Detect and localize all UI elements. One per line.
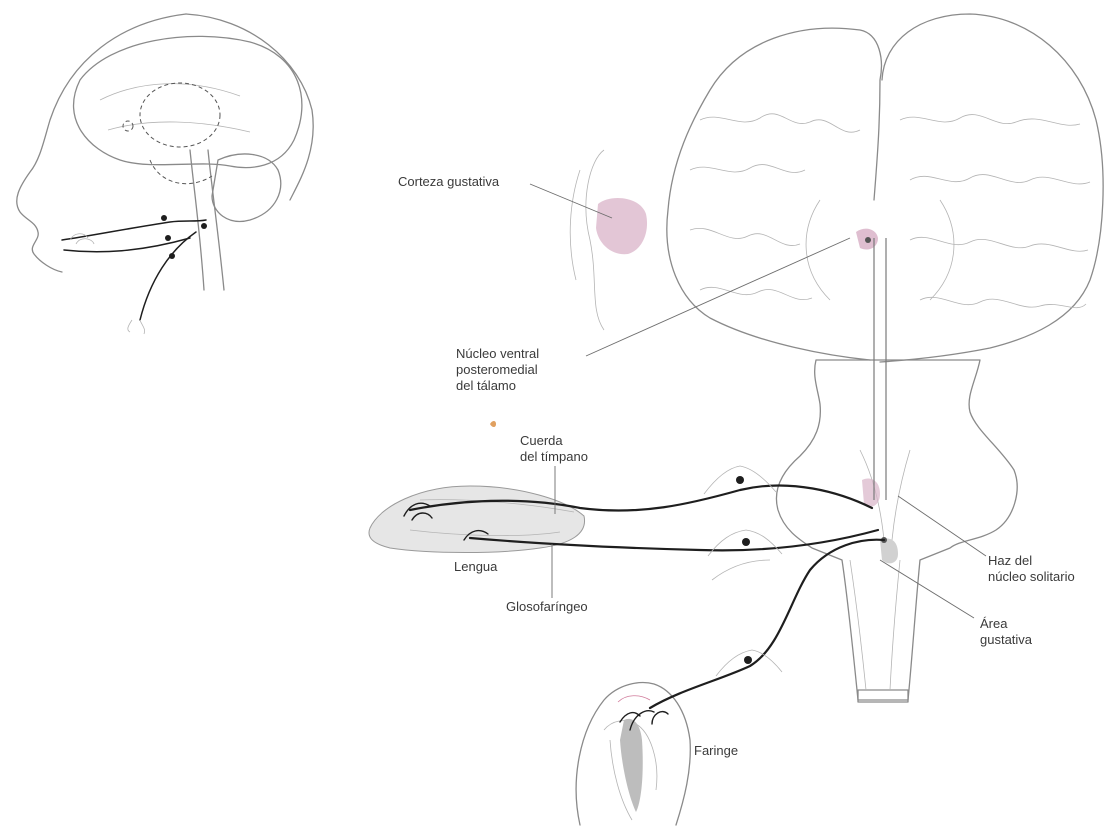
taste-cortex-highlight [596, 198, 647, 254]
cerebellum-outline [212, 154, 281, 221]
label-gustatory-area: Área gustativa [980, 616, 1032, 648]
stain-mark [490, 421, 496, 427]
leader-lines [530, 184, 986, 618]
vagus-nerve [650, 540, 884, 708]
brain-outline [74, 36, 302, 167]
label-thalamus-line-3: del tálamo [456, 378, 539, 394]
label-solitary-line-2: núcleo solitario [988, 569, 1075, 585]
label-gustatory-line-2: gustativa [980, 632, 1032, 648]
pharynx [576, 683, 690, 825]
cranial-nerves [410, 466, 884, 708]
ganglion-1 [736, 476, 744, 484]
tongue [369, 486, 585, 553]
coronal-brain-section [570, 14, 1103, 362]
head-inset [17, 14, 313, 334]
label-solitary-tract: Haz del núcleo solitario [988, 553, 1075, 585]
label-thalamus-line-1: Núcleo ventral [456, 346, 539, 362]
label-chorda-tympani: Cuerda del tímpano [520, 433, 588, 465]
ganglion-2 [742, 538, 750, 546]
label-taste-cortex: Corteza gustativa [398, 174, 499, 190]
label-glossopharyngeal: Glosofaríngeo [506, 599, 588, 615]
ganglion-3 [744, 656, 752, 664]
label-tongue: Lengua [454, 559, 497, 575]
label-solitary-line-1: Haz del [988, 553, 1075, 569]
label-chorda-line-1: Cuerda [520, 433, 588, 449]
label-chorda-line-2: del tímpano [520, 449, 588, 465]
label-gustatory-line-1: Área [980, 616, 1032, 632]
label-thalamus-nucleus: Núcleo ventral posteromedial del tálamo [456, 346, 539, 394]
label-thalamus-line-2: posteromedial [456, 362, 539, 378]
label-pharynx: Faringe [694, 743, 738, 759]
